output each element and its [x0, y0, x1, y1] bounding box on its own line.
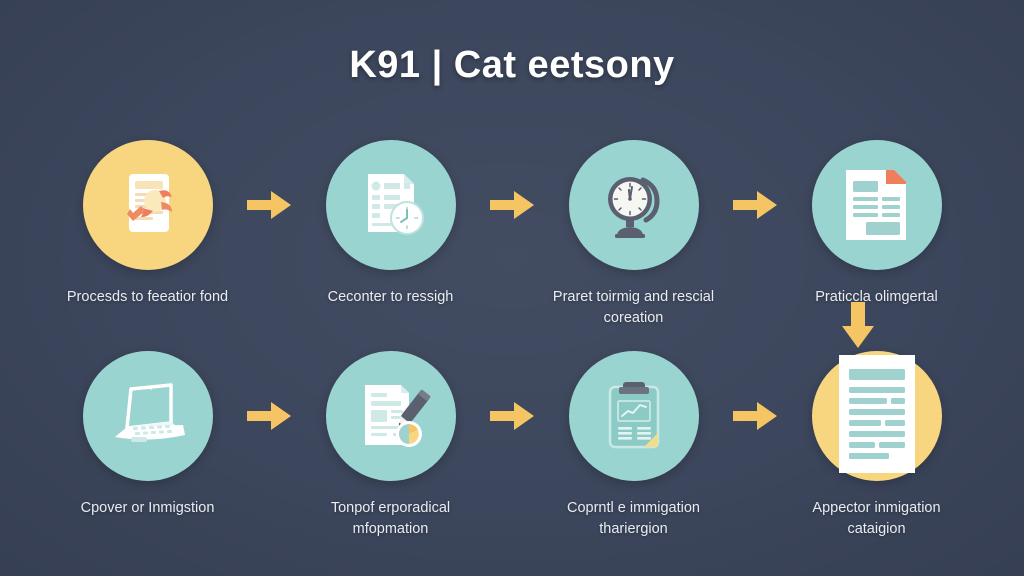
step-caption-6: Tonpof erporadical mfopmation — [330, 500, 451, 538]
process-step-4[interactable]: Praticcla olimgertal — [789, 140, 964, 308]
process-step-6[interactable]: Tonpof erporadical mfopmation — [303, 351, 478, 540]
step-caption-2: Ceconter to ressigh — [327, 289, 454, 305]
process-step-5[interactable]: Cpover or Inmigstion — [60, 351, 235, 519]
step-caption-8: Appector inmigation cataigion — [812, 500, 941, 538]
step-caption-1: Procesds to feeatior fond — [66, 289, 229, 305]
arrow-right-icon — [733, 402, 777, 430]
process-step-8[interactable]: Appector inmigation cataigion — [789, 351, 964, 540]
page-title: K91 | Cat eetsony — [349, 44, 675, 86]
clipboard-chart-icon — [608, 382, 659, 449]
arrow-right-icon — [490, 191, 534, 219]
document-pen-chart-icon — [364, 385, 430, 447]
step-icon-circle-4 — [811, 140, 942, 270]
process-step-3[interactable]: Praret toirmig and rescial coreation — [546, 140, 721, 329]
step-caption-5: Cpover or Inmigstion — [80, 500, 215, 516]
arrow-down-icon — [842, 302, 874, 348]
connector-arrow-2 — [485, 140, 539, 270]
step-icon-circle-1 — [82, 140, 213, 270]
connector-arrow-vertical — [838, 302, 878, 348]
process-step-1[interactable]: Procesds to feeatior fond — [60, 140, 235, 308]
process-row-2: Cpover or Inmigstion — [60, 351, 964, 540]
arrow-right-icon — [247, 191, 291, 219]
document-with-hands-icon — [126, 174, 172, 232]
connector-arrow-5 — [485, 351, 539, 481]
step-icon-circle-7 — [568, 351, 699, 481]
step-icon-circle-5 — [82, 351, 213, 481]
connector-arrow-1 — [242, 140, 296, 270]
step-icon-circle-8 — [811, 351, 942, 481]
desk-clock-icon — [607, 177, 660, 238]
connector-arrow-4 — [242, 351, 296, 481]
connector-arrow-3 — [728, 140, 782, 270]
document-with-clock-icon — [367, 174, 424, 235]
process-step-7[interactable]: Coprntl e immigation thariergion — [546, 351, 721, 540]
step-caption-7: Coprntl e immigation thariergion — [567, 500, 700, 538]
process-step-2[interactable]: Ceconter to ressigh — [303, 140, 478, 308]
document-folded-corner-icon — [845, 170, 906, 240]
connector-arrow-6 — [728, 351, 782, 481]
step-icon-circle-2 — [325, 140, 456, 270]
step-icon-circle-6 — [325, 351, 456, 481]
process-row-1: Procesds to feeatior fond — [60, 140, 964, 329]
arrow-right-icon — [490, 402, 534, 430]
step-caption-4: Praticcla olimgertal — [815, 289, 938, 305]
step-icon-circle-3 — [568, 140, 699, 270]
document-lines-icon — [838, 355, 915, 473]
arrow-right-icon — [733, 191, 777, 219]
step-caption-3: Praret toirmig and rescial coreation — [552, 289, 715, 327]
laptop-icon — [114, 383, 185, 442]
arrow-right-icon — [247, 402, 291, 430]
